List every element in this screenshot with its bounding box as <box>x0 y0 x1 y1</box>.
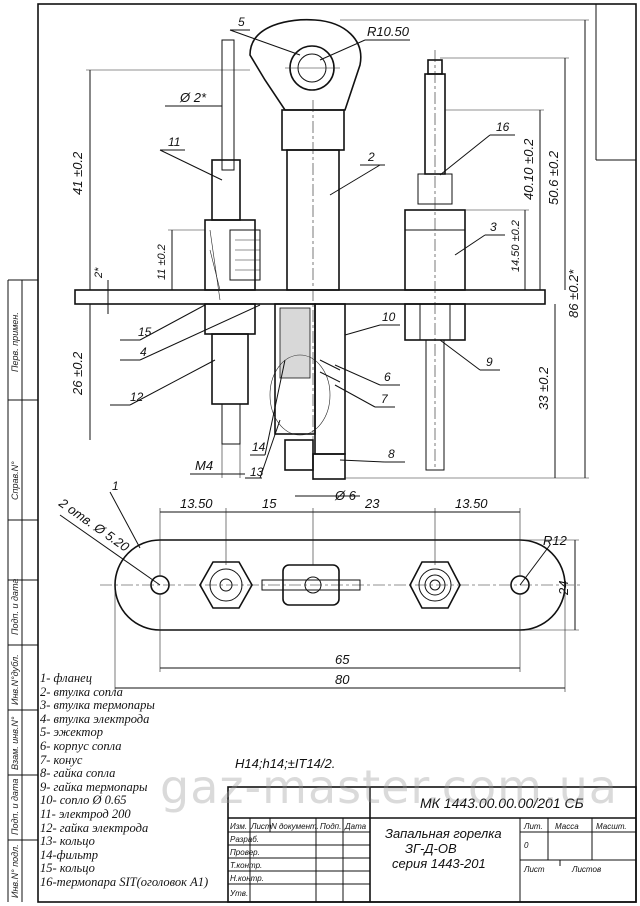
dim-dia2: Ø 2* <box>179 90 207 105</box>
dim-r12: R12 <box>543 533 568 548</box>
parts-list-item: 12- гайка электрода <box>40 820 149 835</box>
parts-list-item: 13- кольцо <box>40 834 95 849</box>
dim-13-50-left: 13.50 <box>180 496 213 511</box>
side-label: Справ.N° <box>10 461 20 500</box>
callout-5: 5 <box>238 15 245 29</box>
dim-86: 86 ±0.2* <box>566 269 581 318</box>
product-series: серия 1443-201 <box>392 856 486 871</box>
callout-11: 11 <box>168 135 180 149</box>
dim-dia6: Ø 6 <box>334 488 357 503</box>
callout-1: 1 <box>112 479 119 493</box>
parts-list-item: 8- гайка сопла <box>40 766 116 781</box>
col-podp: Подп. <box>320 822 341 831</box>
dim-11: 11 ±0.2 <box>156 244 168 280</box>
side-label: Инв.N° подл. <box>10 844 20 898</box>
parts-list-item: 10- сопло Ø 0.65 <box>40 793 127 808</box>
parts-list-item: 14-фильтр <box>40 847 99 862</box>
side-label: Инв.N°дубл. <box>10 654 20 705</box>
dim-41: 41 ±0.2 <box>70 151 85 195</box>
parts-list-item: 7- конус <box>40 752 83 767</box>
dim-r10-50: R10.50 <box>367 24 410 39</box>
dim-23: 23 <box>364 496 380 511</box>
side-label: Подп. и дата <box>10 779 20 835</box>
callout-6: 6 <box>384 370 391 384</box>
parts-list-item: 5- эжектор <box>40 725 103 740</box>
sheets-label: Листов <box>571 865 601 874</box>
dim-15: 15 <box>262 496 277 511</box>
dim-holes: 2 отв. Ø 5.20 <box>55 495 132 555</box>
front-view-dimensions: R10.50 Ø 2* 41 ±0.2 11 ±0.2 2* 26 ±0.2 M… <box>70 15 589 503</box>
parts-list-item: 9- гайка термопары <box>40 779 148 794</box>
margin-strip: Перв. примен. Справ.N° Подп. и дата Инв.… <box>7 279 38 902</box>
dim-40-10: 40.10 ±0.2 <box>521 138 536 200</box>
product-model: ЗГ-Д-ОВ <box>405 841 457 856</box>
callout-4: 4 <box>140 345 147 359</box>
col-izm: Изм. <box>230 822 247 831</box>
top-view-dimensions: 13.50 15 23 13.50 2 отв. Ø 5.20 1 R12 24… <box>55 479 579 692</box>
product-name: Запальная горелка <box>385 826 502 841</box>
dim-65: 65 <box>335 652 350 667</box>
callout-10: 10 <box>382 310 396 324</box>
scale-header: Масшт. <box>596 822 627 831</box>
col-ndoc: N документ. <box>271 822 319 831</box>
ejector-head <box>249 18 362 111</box>
row-utv: Утв. <box>229 889 248 898</box>
parts-list-item: 2- втулка сопла <box>40 684 123 699</box>
row-tkontr: Т.контр. <box>230 861 262 870</box>
dim-2: 2* <box>93 267 105 279</box>
parts-list-item: 3- втулка термопары <box>40 698 155 713</box>
dim-m4: M4 <box>195 458 213 473</box>
doc-number: МК 1443.00.00.00/201 СБ <box>420 795 584 811</box>
callout-8: 8 <box>388 447 395 461</box>
sheet-label: Лист <box>523 865 545 874</box>
callout-7: 7 <box>381 392 389 406</box>
dim-33: 33 ±0.2 <box>536 366 551 410</box>
tolerance-note: H14;h14;±IT14/2. <box>235 756 335 771</box>
dim-26: 26 ±0.2 <box>70 351 85 396</box>
parts-list-item: 16-термопара SIT(оголовок A1) <box>40 874 209 889</box>
dim-13-50-right: 13.50 <box>455 496 488 511</box>
col-data: Дата <box>344 822 367 831</box>
electrode-rod <box>221 39 235 171</box>
row-prover: Провер. <box>230 848 260 857</box>
lit-header: Лит. <box>523 822 543 831</box>
front-view <box>74 18 546 480</box>
side-label: Взам. инв.N° <box>10 716 20 770</box>
top-view <box>100 539 580 631</box>
dim-50-6: 50.6 ±0.2 <box>546 150 561 205</box>
callout-12: 12 <box>130 390 144 404</box>
side-label: Подп. и дата <box>10 579 20 635</box>
callout-13: 13 <box>250 465 264 479</box>
callout-14: 14 <box>252 440 266 454</box>
parts-list-item: 15- кольцо <box>40 861 95 876</box>
title-block: МК 1443.00.00.00/201 СБ Запальная горелк… <box>227 786 637 903</box>
dim-14-50: 14.50 ±0.2 <box>510 220 522 272</box>
col-list: Лист <box>250 822 272 831</box>
lit-value: 0 <box>524 841 529 850</box>
mass-header: Масса <box>555 822 579 831</box>
parts-list: 1- фланец 2- втулка сопла 3- втулка терм… <box>40 671 209 890</box>
side-label: Перв. примен. <box>10 312 20 372</box>
callout-15: 15 <box>138 325 152 339</box>
callout-9: 9 <box>486 355 493 369</box>
row-razrab: Разраб. <box>230 835 259 844</box>
parts-list-item: 6- корпус сопла <box>40 738 122 753</box>
callout-2: 2 <box>367 150 375 164</box>
row-nkontr: Н.контр. <box>230 874 264 883</box>
parts-list-item: 11- электрод 200 <box>40 806 131 821</box>
dim-80: 80 <box>335 672 350 687</box>
flange-plate <box>74 289 546 305</box>
watermark: gaz-master.com.ua <box>160 760 618 814</box>
parts-list-item: 4- втулка электрода <box>40 711 150 726</box>
callout-3: 3 <box>490 220 497 234</box>
parts-list-item: 1- фланец <box>40 671 92 685</box>
dim-24: 24 <box>556 581 571 596</box>
callout-16: 16 <box>496 120 510 134</box>
